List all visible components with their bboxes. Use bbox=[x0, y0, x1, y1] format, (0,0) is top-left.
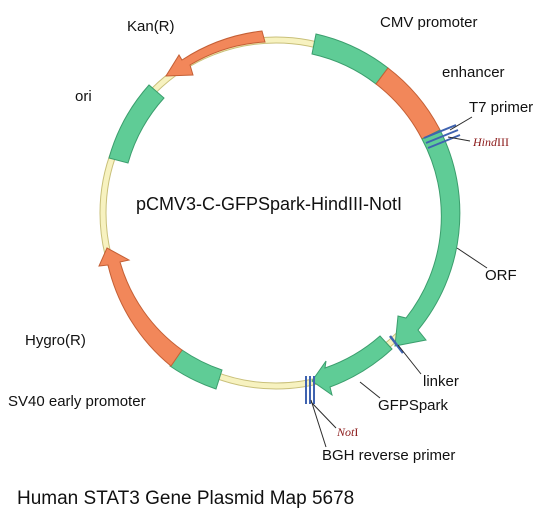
orf-arrow bbox=[394, 129, 461, 347]
sv40-segment bbox=[169, 349, 223, 390]
gfpspark-leader bbox=[359, 381, 381, 399]
gfpspark-arrow bbox=[311, 335, 393, 397]
orf-leader bbox=[456, 247, 488, 269]
linker-tick bbox=[389, 335, 404, 354]
ori-segment bbox=[108, 84, 165, 164]
kan-arrow bbox=[165, 30, 266, 77]
label-bgh: BGH reverse primer bbox=[322, 447, 455, 464]
label-noti-site: NotI bbox=[336, 425, 358, 439]
label-sv40: SV40 early promoter bbox=[8, 393, 146, 410]
hindiii-leader bbox=[447, 136, 471, 142]
label-gfpspark: GFPSpark bbox=[378, 397, 449, 414]
label-kan: Kan(R) bbox=[127, 18, 175, 35]
label-t7-primer: T7 primer bbox=[469, 99, 533, 116]
label-orf: ORF bbox=[485, 267, 517, 284]
plasmid-name: pCMV3-C-GFPSpark-HindIII-NotI bbox=[136, 194, 402, 214]
hindiii-italic: Hind bbox=[472, 135, 498, 149]
hindiii-site-mark-2 bbox=[425, 129, 459, 144]
label-ori: ori bbox=[75, 88, 92, 105]
map-caption: Human STAT3 Gene Plasmid Map 5678 bbox=[17, 488, 354, 509]
label-hindiii-site: HindIII bbox=[472, 135, 509, 149]
label-cmv-promoter: CMV promoter bbox=[380, 14, 478, 31]
label-enhancer: enhancer bbox=[442, 64, 505, 81]
hindiii-rest: III bbox=[497, 135, 509, 149]
hindiii-site-mark-3 bbox=[427, 134, 461, 149]
noti-italic: Not bbox=[336, 425, 355, 439]
cmv-promoter-segment bbox=[311, 33, 389, 85]
linker-leader bbox=[397, 344, 422, 375]
noti-leader bbox=[310, 401, 337, 429]
label-linker: linker bbox=[423, 373, 459, 390]
hindiii-site-mark-1 bbox=[423, 124, 457, 139]
t7-primer-leader bbox=[449, 116, 473, 131]
noti-rest: I bbox=[354, 425, 358, 439]
label-hygro: Hygro(R) bbox=[25, 332, 86, 349]
bgh-primer-leader bbox=[310, 399, 327, 448]
enhancer-segment bbox=[375, 67, 441, 140]
hygro-arrow bbox=[98, 247, 183, 367]
